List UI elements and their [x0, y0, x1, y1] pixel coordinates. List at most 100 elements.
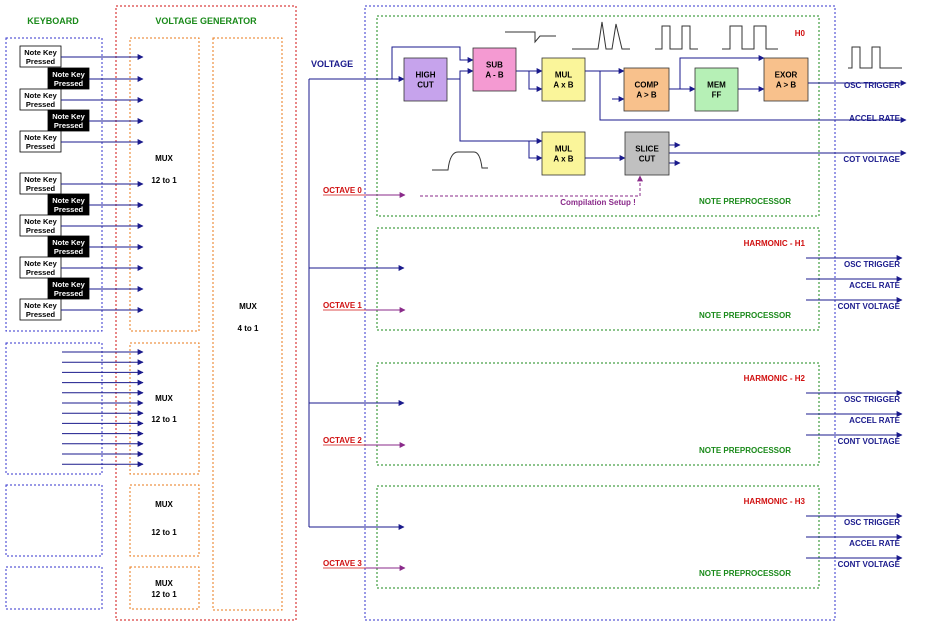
- mux-4to1-name: MUX: [239, 302, 257, 311]
- waveform-exor: [848, 46, 902, 69]
- keyboard-title: KEYBOARD: [27, 16, 79, 26]
- keyboard-box-4: [5, 566, 103, 610]
- note-key-label-line1: Note Key: [52, 196, 85, 205]
- h0-footer: NOTE PREPROCESSOR: [699, 197, 791, 206]
- note-key-label-line1: Note Key: [52, 238, 85, 247]
- waveform-highcut: [432, 151, 488, 171]
- block-label: A x B: [553, 155, 573, 164]
- h0-box: [376, 15, 820, 217]
- note-key-label-line2: Pressed: [54, 289, 84, 298]
- block-label: EXOR: [775, 71, 798, 80]
- mux-box-4: [129, 566, 200, 610]
- block-label: COMP: [635, 81, 660, 90]
- note-key-label-line2: Pressed: [26, 268, 56, 277]
- note-key-label-line2: Pressed: [26, 226, 56, 235]
- voltage-generator-box: [115, 5, 297, 621]
- mux2-ratio: 12 to 1: [151, 415, 177, 424]
- block-label: A - B: [485, 71, 504, 80]
- block-label: MUL: [555, 71, 572, 80]
- mux4-ratio: 12 to 1: [151, 590, 177, 599]
- voltage-generator-title: VOLTAGE GENERATOR: [155, 16, 257, 26]
- voltage-bus-taps: [309, 76, 405, 530]
- block-label: CUT: [417, 81, 434, 90]
- keyboard-box-2: [5, 342, 103, 475]
- note-key-label-line2: Pressed: [54, 205, 84, 214]
- mux-box-3: [129, 484, 200, 557]
- note-key-label-line1: Note Key: [52, 280, 85, 289]
- note-key-label-line1: Note Key: [52, 112, 85, 121]
- harmonic-output-label: CONT VOLTAGE: [838, 437, 901, 446]
- waveform-mem: [722, 25, 778, 50]
- harmonic-octave: OCTAVE 2: [323, 436, 362, 445]
- note-key-label-line2: Pressed: [26, 57, 56, 66]
- compilation-setup-link: [420, 175, 643, 197]
- mux1-name: MUX: [155, 154, 173, 163]
- mux3-ratio: 12 to 1: [151, 528, 177, 537]
- note-key-label-line1: Note Key: [24, 301, 57, 310]
- waveform-comp: [655, 25, 698, 50]
- waveform-sketches: [432, 21, 902, 171]
- preprocessor-outer-box: [364, 5, 836, 621]
- harmonic-output-label: ACCEL RATE: [849, 281, 900, 290]
- harmonic-footer: NOTE PREPROCESSOR: [699, 446, 791, 455]
- h0-output-osc-trigger: OSC TRIGGER: [844, 81, 900, 90]
- block-label: CUT: [639, 155, 656, 164]
- harmonic-output-label: ACCEL RATE: [849, 416, 900, 425]
- block-label: A > B: [636, 91, 657, 100]
- harmonic-title: HARMONIC - H1: [744, 239, 806, 248]
- note-key-label-line1: Note Key: [52, 70, 85, 79]
- block-label: MEM: [707, 81, 726, 90]
- note-key-label-line1: Note Key: [24, 217, 57, 226]
- note-key-label-line2: Pressed: [54, 79, 84, 88]
- keyboard-box-1: [5, 37, 103, 332]
- note-key-label-line1: Note Key: [24, 133, 57, 142]
- note-key-label-line2: Pressed: [26, 310, 56, 319]
- harmonic-output-label: ACCEL RATE: [849, 539, 900, 548]
- harmonic-output-label: OSC TRIGGER: [844, 395, 900, 404]
- mux-4to1-box: [212, 37, 283, 611]
- block-label: A > B: [776, 81, 797, 90]
- harmonic-footer: NOTE PREPROCESSOR: [699, 569, 791, 578]
- block-label: A x B: [553, 81, 573, 90]
- mux1-ratio: 12 to 1: [151, 176, 177, 185]
- mux-4to1-ratio: 4 to 1: [238, 324, 259, 333]
- note-key-label-line2: Pressed: [54, 121, 84, 130]
- block-label: FF: [712, 91, 722, 100]
- h0-title: H0: [795, 29, 806, 38]
- harmonic-octave: OCTAVE 3: [323, 559, 362, 568]
- h0-output-accel-rate: ACCEL RATE: [849, 114, 900, 123]
- harmonic-output-label: CONT VOLTAGE: [838, 302, 901, 311]
- note-key-label-line1: Note Key: [24, 48, 57, 57]
- waveform-sub: [505, 31, 556, 44]
- harmonic-footer: NOTE PREPROCESSOR: [699, 311, 791, 320]
- block-label: SLICE: [635, 145, 659, 154]
- note-key-label-line1: Note Key: [24, 259, 57, 268]
- note-key-label-line2: Pressed: [26, 142, 56, 151]
